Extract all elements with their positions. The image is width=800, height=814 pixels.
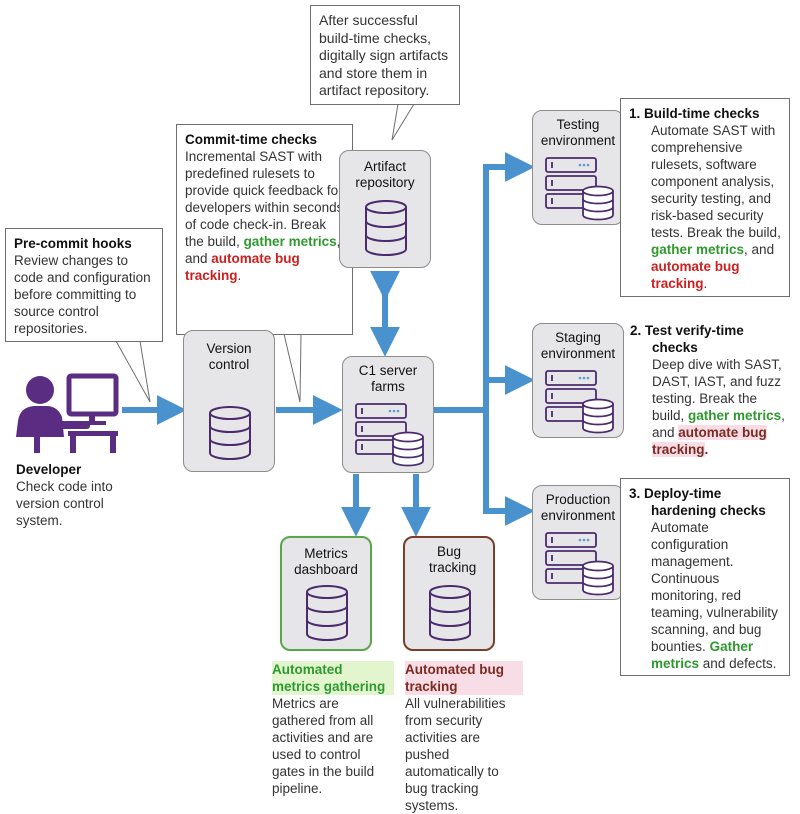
node-c1-server-farms[interactable]: C1 server farms — [342, 356, 434, 473]
callout-commit-time: Commit-time checks Incremental SAST with… — [176, 124, 353, 335]
panel-deploy-time-title-b: hardening checks — [651, 503, 766, 518]
panel-test-verify-body: Deep dive with SAST, DAST, IAST, and fuz… — [652, 357, 782, 423]
developer-body: Check code into version control system. — [16, 479, 113, 528]
developer-icon — [16, 373, 119, 453]
bug-description: Automated bug tracking All vulnerabiliti… — [405, 661, 523, 814]
node-artifact-label: Artifact repository — [355, 159, 415, 190]
database-icon — [209, 406, 251, 460]
callout-pointer-precommit — [115, 340, 151, 403]
node-bug-label: Bug tracking — [429, 544, 477, 575]
panel-build-time-automate: automate bug tracking — [651, 259, 740, 291]
metrics-description-body: Metrics are gathered from all activities… — [272, 696, 375, 796]
node-testing-environment[interactable]: Testing environment — [532, 110, 624, 225]
node-c1-label: C1 server farms — [358, 363, 418, 394]
node-version-control-label: Version control — [206, 341, 252, 372]
node-version-control[interactable]: Version control — [183, 330, 275, 472]
panel-build-time-and: , and — [744, 242, 775, 257]
panel-test-verify-comma: , — [781, 408, 785, 423]
panel-test-verify-checks: 2. Test verify-time checks Deep dive wit… — [630, 322, 790, 458]
node-metrics-dashboard[interactable]: Metrics dashboard — [280, 536, 372, 651]
panel-test-verify-gather: gather metrics — [688, 408, 782, 423]
database-icon — [365, 200, 407, 256]
panel-deploy-time-title-a: 3. Deploy-time — [629, 486, 722, 501]
database-icon — [429, 585, 471, 641]
callout-commit-body: Incremental SAST with predefined ruleset… — [185, 149, 344, 249]
panel-build-time-gather: gather metrics — [651, 242, 745, 257]
developer-title: Developer — [16, 462, 82, 477]
panel-deploy-time-content: Automate configuration management. Conti… — [629, 519, 781, 672]
metrics-description-title: Automated metrics gathering — [272, 661, 394, 695]
callout-commit-title: Commit-time checks — [185, 132, 318, 147]
callout-commit-automate: automate bug tracking — [185, 251, 300, 283]
node-artifact-repository[interactable]: Artifact repository — [339, 150, 431, 268]
node-bug-tracking[interactable]: Bug tracking — [403, 536, 495, 651]
callout-pointer-commit — [283, 333, 302, 403]
callout-pre-commit: Pre-commit hooks Review changes to code … — [5, 228, 163, 342]
callout-commit-end: . — [237, 268, 242, 283]
metrics-description: Automated metrics gathering Metrics are … — [272, 661, 394, 797]
callout-artifact-signing: After successful build-time checks, digi… — [310, 5, 460, 105]
callout-precommit-body: Review changes to code and configuration… — [14, 253, 151, 336]
developer-text: Developer Check code into version contro… — [16, 461, 136, 529]
callout-precommit-title: Pre-commit hooks — [14, 236, 132, 251]
server-stack-icon — [545, 370, 614, 434]
panel-build-time-content: Automate SAST with comprehensive ruleset… — [629, 122, 781, 292]
callout-commit-gather: gather metrics — [243, 234, 337, 249]
callout-pointer-artifact — [391, 103, 415, 141]
server-stack-icon — [545, 157, 614, 221]
node-staging-environment[interactable]: Staging environment — [532, 323, 624, 438]
panel-test-verify-content: Deep dive with SAST, DAST, IAST, and fuz… — [630, 356, 790, 458]
panel-build-time-end: . — [703, 276, 708, 291]
node-metrics-label: Metrics dashboard — [294, 546, 358, 577]
panel-build-time-checks: 1. Build-time checks Automate SAST with … — [620, 98, 790, 297]
panel-build-time-title: 1. Build-time checks — [629, 106, 760, 121]
panel-test-verify-and: and — [652, 425, 675, 440]
bug-description-body: All vulnerabilities from security activi… — [405, 696, 506, 813]
node-testing-label: Testing environment — [540, 117, 616, 148]
panel-deploy-time-end: and defects. — [702, 656, 777, 671]
panel-build-time-body: Automate SAST with comprehensive ruleset… — [651, 123, 781, 240]
panel-deploy-time-body: Automate configuration management. Conti… — [651, 520, 778, 654]
panel-deploy-time-gather: Gather metrics — [651, 639, 754, 671]
node-production-environment[interactable]: Production environment — [532, 485, 624, 600]
server-stack-icon — [545, 532, 614, 596]
panel-deploy-time-checks: 3. Deploy-time hardening checks Automate… — [620, 478, 790, 676]
database-icon — [306, 585, 348, 641]
node-staging-label: Staging environment — [540, 330, 616, 361]
panel-test-verify-title-a: 2. Test verify-time — [630, 323, 744, 338]
callout-commit-and: , and — [185, 234, 340, 266]
node-production-label: Production environment — [540, 492, 616, 523]
callout-artifact-text: After successful build-time checks, digi… — [319, 12, 449, 98]
server-stack-icon — [355, 403, 424, 467]
panel-test-verify-title-b: checks — [652, 340, 698, 355]
panel-test-verify-end: . — [704, 442, 709, 457]
bug-description-title: Automated bug tracking — [405, 661, 523, 695]
